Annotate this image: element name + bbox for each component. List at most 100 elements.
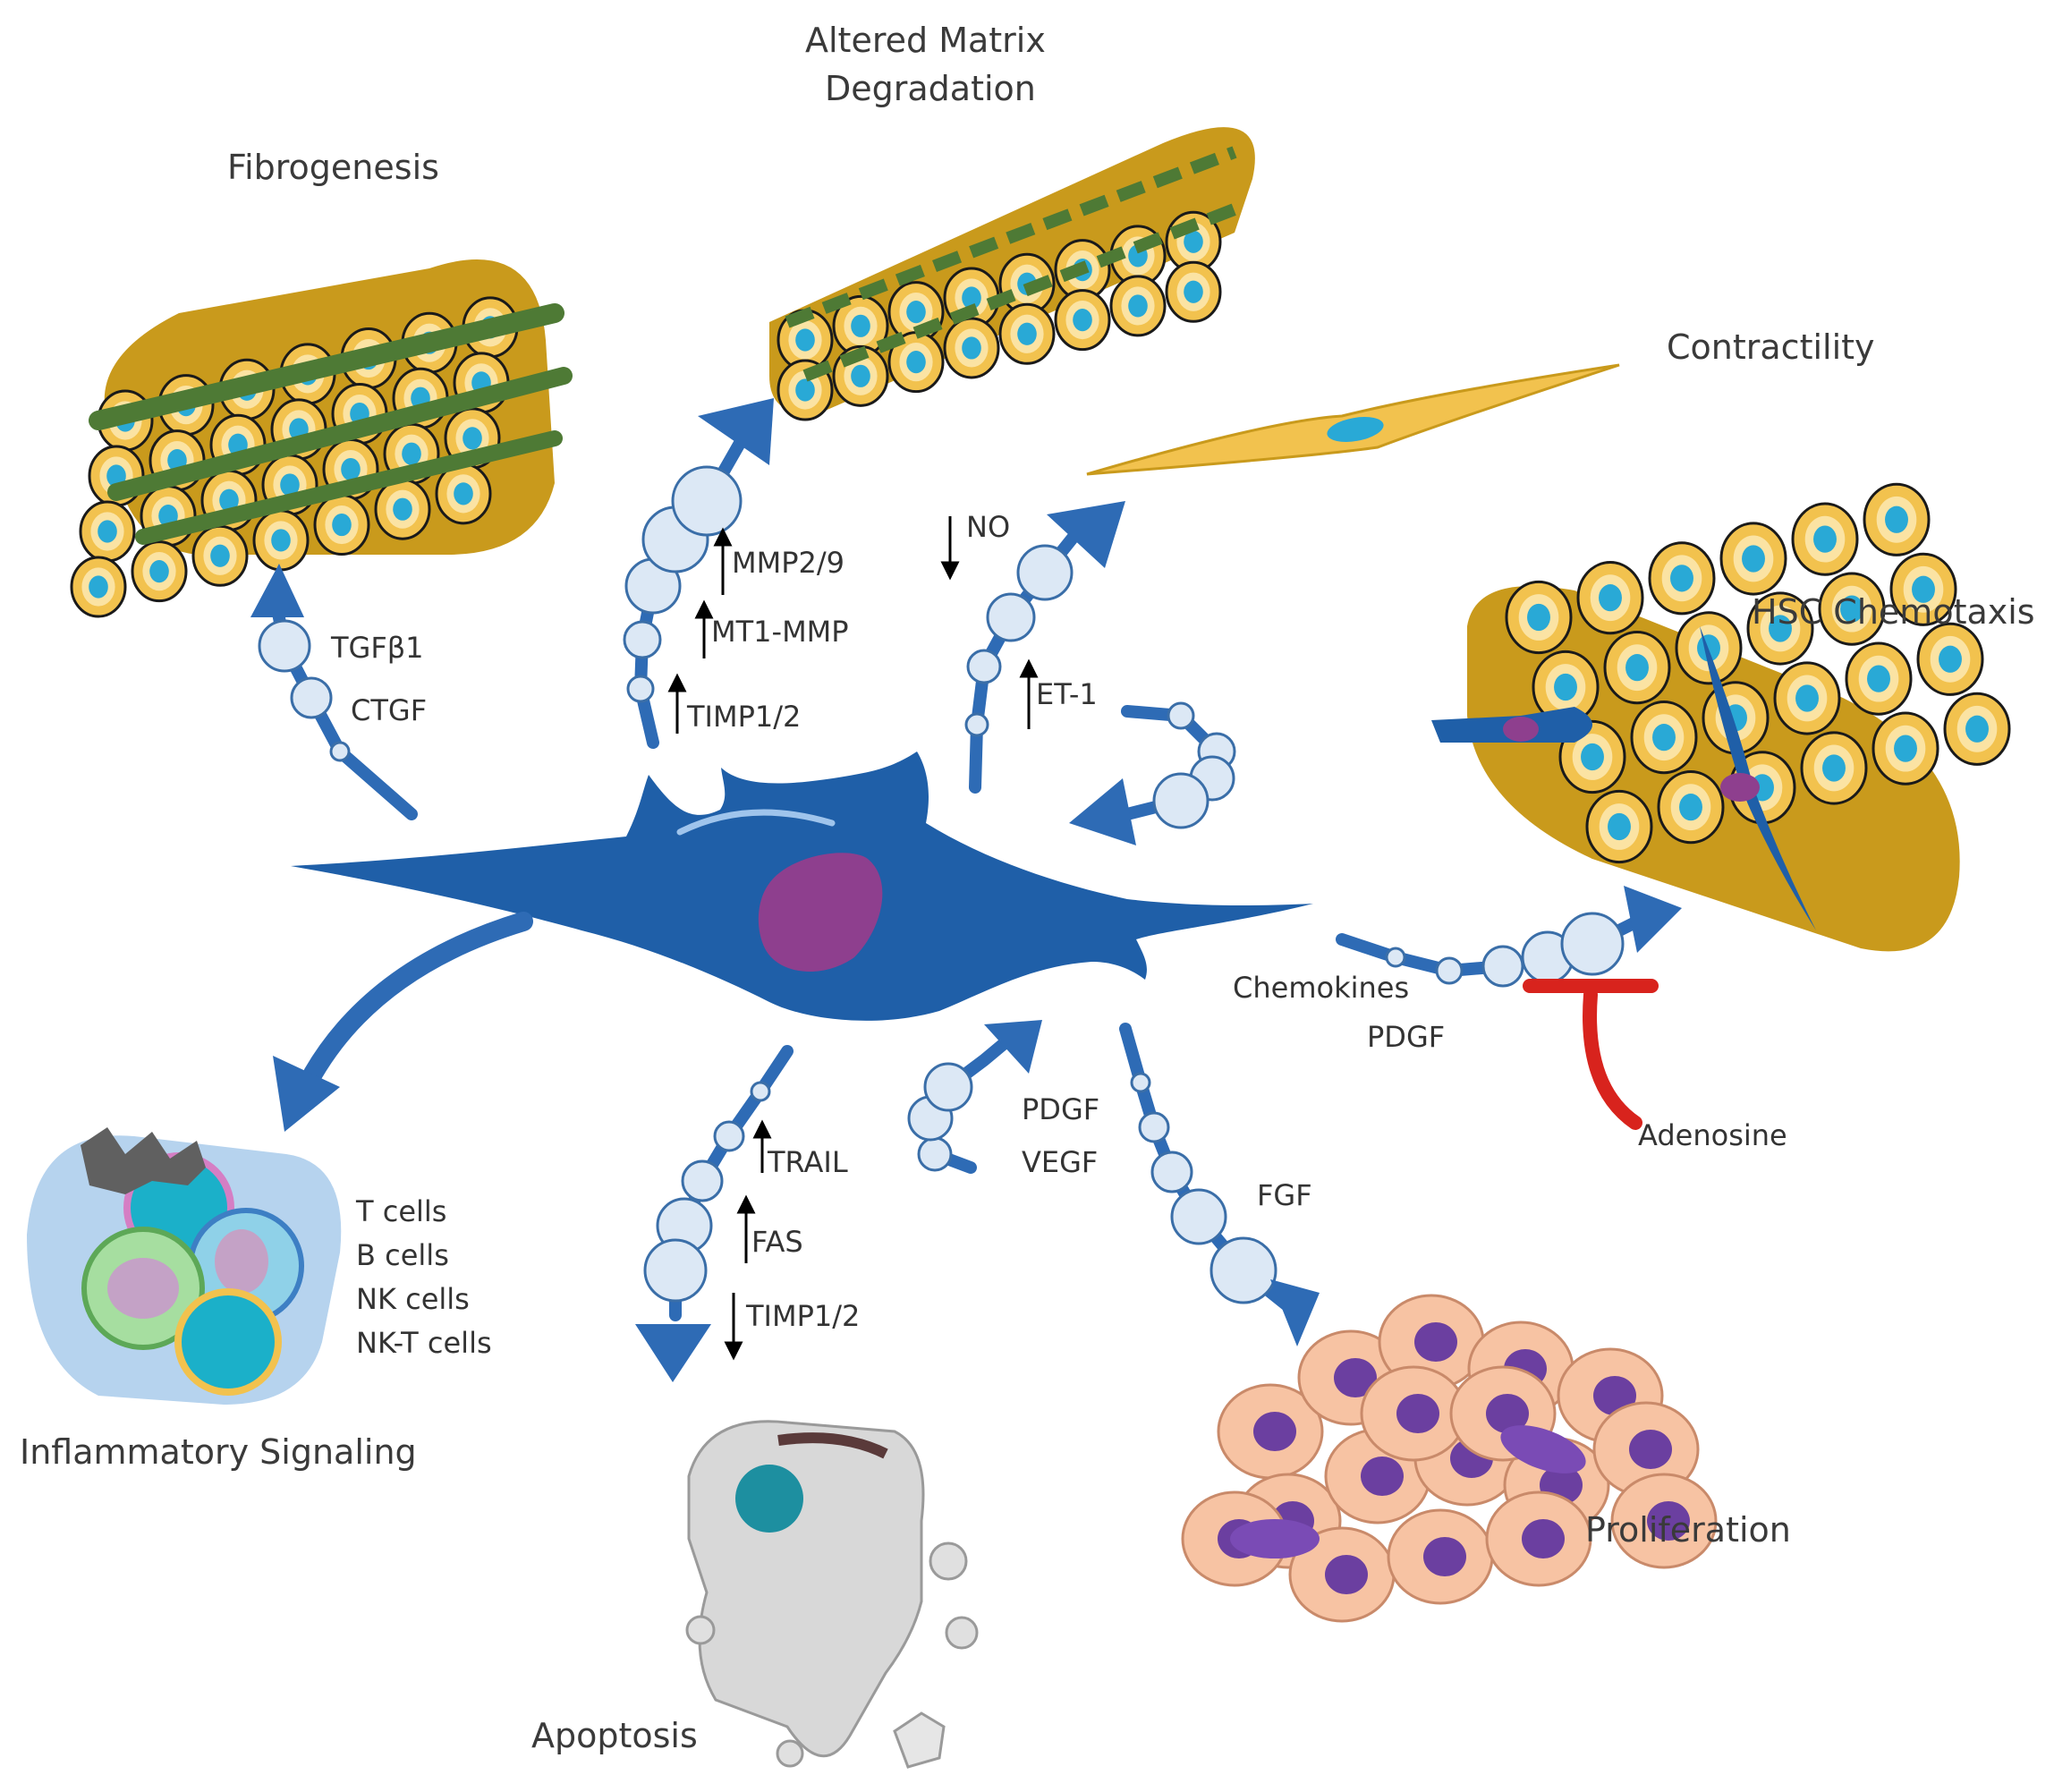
proliferating-cell <box>1378 1294 1485 1390</box>
hepatocyte <box>1675 611 1743 685</box>
hepatocyte <box>1505 580 1573 655</box>
hepatocyte <box>435 463 492 525</box>
mitotic-spindle <box>1230 1519 1320 1558</box>
collagen-fiber <box>135 430 563 545</box>
mediator-fas: FAS <box>751 1225 803 1259</box>
mediator-mt1-mmp: MT1-MMP <box>711 615 849 649</box>
hepatocyte <box>1532 650 1600 725</box>
stellate-nucleus <box>758 853 883 972</box>
hepatocyte <box>1165 260 1222 323</box>
proliferating-cell <box>1387 1508 1494 1605</box>
adenosine-inhibition <box>1523 979 1659 1130</box>
migrating-stellate-cell <box>1700 626 1816 930</box>
hepatocyte <box>1746 591 1814 666</box>
hepatocyte <box>1845 641 1913 716</box>
signal-arrow <box>1336 886 1682 988</box>
collagen-fiber <box>107 367 573 501</box>
migrating-stellate-nucleus <box>1720 773 1760 802</box>
mediator-chemokines: Chemokines <box>1233 971 1410 1005</box>
contractility-title: Contractility <box>1667 327 1875 367</box>
inflammatory-arrow <box>273 912 533 1132</box>
hepatocyte <box>1657 770 1725 845</box>
mediator-fgf: FGF <box>1257 1178 1312 1212</box>
migrating-stellate-nucleus <box>1503 717 1539 742</box>
direction-arrows <box>667 516 1039 1361</box>
hepatocyte <box>1719 522 1787 596</box>
hepatocyte <box>1054 289 1111 352</box>
mediator-pdgf-chemotaxis: PDGF <box>1367 1020 1446 1054</box>
mediator-pdgf-autocrine: PDGF <box>1022 1092 1100 1126</box>
hepatocyte <box>1818 572 1886 646</box>
hepatocyte <box>1585 789 1653 864</box>
mitotic-spindle <box>1500 1425 1586 1474</box>
hepatocyte <box>374 478 431 540</box>
lymphocyte-nucleus <box>215 1229 268 1294</box>
signal-arrow <box>623 398 774 749</box>
hepatocyte <box>1773 661 1841 735</box>
fibrogenesis-title: Fibrogenesis <box>227 148 439 187</box>
contractile-cell-nucleus <box>1327 417 1384 442</box>
proliferating-cell <box>1485 1491 1592 1587</box>
inflammatory-cells-illustration <box>27 1127 342 1405</box>
chemotaxis-hepatocytes <box>1505 482 2011 864</box>
signal-arrow <box>1069 701 1236 845</box>
hepatocyte <box>1791 502 1859 576</box>
hepatocyte <box>252 509 310 572</box>
signal-arrow <box>907 1020 1042 1174</box>
proliferating-cell <box>1610 1473 1718 1569</box>
lymphocyte <box>174 1288 282 1396</box>
hepatocyte <box>943 317 1000 379</box>
hepatocyte <box>998 302 1056 365</box>
apoptotic-cell-illustration <box>685 1420 979 1769</box>
inhibitor-adenosine: Adenosine <box>1638 1118 1787 1152</box>
hepatocyte <box>1109 275 1167 337</box>
hepatocyte <box>313 494 370 556</box>
signal-arrow <box>635 1045 794 1382</box>
hepatocyte <box>1863 482 1931 556</box>
hepatocyte <box>1603 631 1671 705</box>
mediator-timp1-2-up: TIMP1/2 <box>687 700 802 734</box>
contractile-cell-illustration <box>1086 363 1620 476</box>
mediator-timp1-2-down: TIMP1/2 <box>746 1299 861 1333</box>
apoptotic-body <box>776 1739 804 1768</box>
inflammatory-cell-nkt: NK-T cells <box>356 1326 492 1360</box>
proliferating-cell <box>1592 1401 1700 1498</box>
proliferating-cells <box>1181 1294 1718 1623</box>
degraded-fiber <box>785 146 1237 328</box>
matrix-degradation-title-line2: Degradation <box>825 69 1036 108</box>
hepatocyte <box>70 556 127 618</box>
inflammatory-cell-t: T cells <box>356 1194 447 1228</box>
hepatocyte <box>1630 701 1698 775</box>
hsc-chemotaxis-illustration <box>1431 482 2011 952</box>
hepatocyte <box>79 500 136 563</box>
mediator-no: NO <box>966 510 1011 544</box>
apoptotic-body <box>685 1615 716 1645</box>
mediator-vegf: VEGF <box>1022 1145 1099 1179</box>
chromatin-cluster <box>81 1127 206 1194</box>
apoptotic-body <box>945 1616 979 1650</box>
activated-stellate-cell <box>291 752 1313 1021</box>
hepatocyte <box>1648 541 1716 616</box>
inflammatory-signaling-title: Inflammatory Signaling <box>20 1432 417 1472</box>
mediator-mmp2-9: MMP2/9 <box>732 546 845 580</box>
hepatocyte <box>1943 692 2011 766</box>
hepatocyte <box>1800 731 1868 805</box>
mediator-trail: TRAIL <box>768 1145 848 1179</box>
hsc-chemotaxis-title: HSC Chemotaxis <box>1752 592 2035 632</box>
hepatocyte <box>832 294 889 357</box>
stellate-cell-highlight <box>676 809 836 836</box>
inhibition-arc <box>1583 988 1642 1130</box>
signal-arrows <box>250 398 1682 1382</box>
hepatocyte <box>131 540 188 603</box>
hepatocyte <box>1889 552 1957 626</box>
signal-arrow <box>250 564 418 820</box>
proliferating-cell <box>1360 1365 1467 1462</box>
lymphocyte-nucleus <box>107 1258 179 1319</box>
hepatocyte <box>191 524 249 587</box>
hepatocyte <box>1576 561 1644 635</box>
collagen-fiber <box>89 303 564 430</box>
mediator-ctgf: CTGF <box>351 693 428 727</box>
golgi-fragment <box>777 1432 888 1459</box>
apoptotic-fragment <box>893 1711 946 1769</box>
